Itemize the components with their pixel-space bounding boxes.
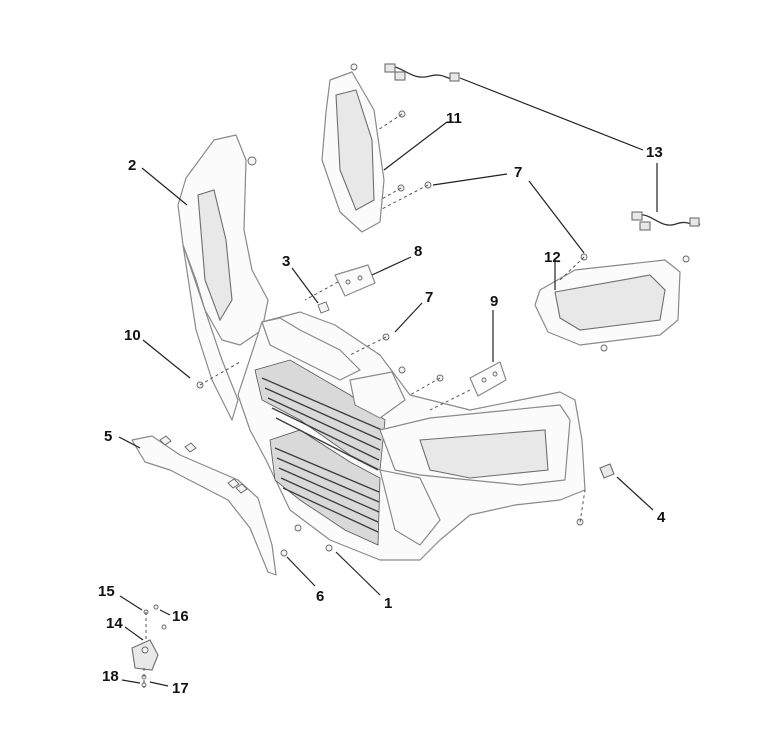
callout-15: 15 <box>98 583 115 600</box>
callout-13: 13 <box>646 144 663 161</box>
clip-4 <box>599 463 615 479</box>
callout-18: 18 <box>102 668 119 685</box>
callout-labels: 1 2 3 4 5 6 7 7 8 9 10 11 12 13 14 15 16… <box>98 110 666 697</box>
clip-3 <box>317 301 330 314</box>
callout-3: 3 <box>282 253 290 270</box>
callout-14: 14 <box>106 615 123 632</box>
wiring-harness-top <box>384 63 460 82</box>
callout-5: 5 <box>104 428 112 445</box>
assembly-lines <box>199 113 586 523</box>
left-headlight <box>321 63 406 233</box>
callout-12: 12 <box>544 249 561 266</box>
callout-8: 8 <box>414 243 422 260</box>
callout-7a: 7 <box>425 289 433 306</box>
left-fender-panel <box>177 134 269 421</box>
mount-bracket-14 <box>131 604 167 688</box>
callout-11: 11 <box>446 110 462 127</box>
callout-6: 6 <box>316 588 324 605</box>
right-headlight <box>534 255 690 352</box>
callout-2: 2 <box>128 157 136 174</box>
callout-16: 16 <box>172 608 189 625</box>
callout-7b: 7 <box>514 164 522 181</box>
lower-left-trim <box>131 435 277 576</box>
bracket-8 <box>334 264 376 297</box>
bracket-9 <box>469 361 507 397</box>
callout-9: 9 <box>490 293 498 310</box>
callout-10: 10 <box>124 327 141 344</box>
wiring-harness-right <box>631 211 701 231</box>
callout-4: 4 <box>657 509 666 526</box>
callout-1: 1 <box>384 595 392 612</box>
callout-17: 17 <box>172 680 189 697</box>
front-fascia <box>237 311 586 561</box>
leader-lines <box>118 77 658 687</box>
